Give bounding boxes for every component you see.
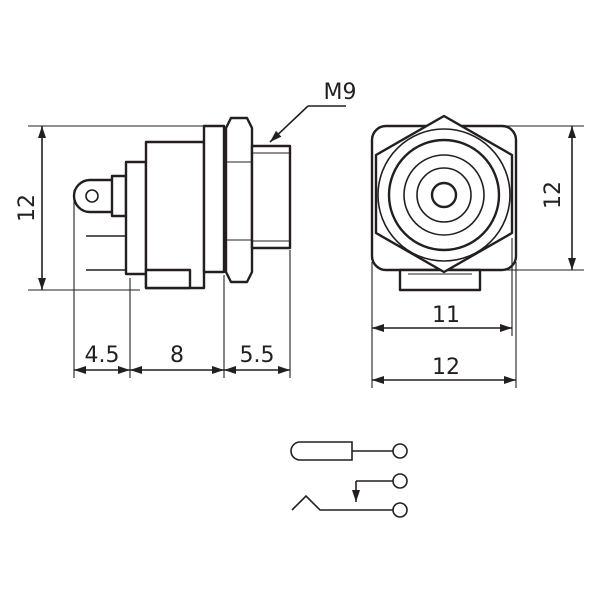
depth-body-label: 8 [170,343,184,368]
sleeve-symbol [291,494,393,511]
middle-ring [403,154,485,236]
schematic-symbol [290,441,408,518]
thread-label: M9 [324,80,357,105]
pin-symbol [290,441,353,461]
terminal-hole [85,189,99,203]
terminal-2 [392,473,408,489]
front-inner-width-label: 11 [432,303,460,328]
depth-thread-label: 5.5 [240,343,275,368]
terminal-lug [72,178,112,214]
bottom-tab [144,268,192,290]
front-height-label: 12 [541,181,566,209]
rear-body [124,160,148,276]
thread [250,144,292,250]
front-bottom-tab [398,268,482,292]
inner-ring [416,167,472,223]
side-view: 12 M9 4.5 8 5.5 [15,80,356,378]
terminal-1 [392,443,408,459]
center-pin [430,181,458,209]
hex-nut [224,116,254,284]
flange [202,124,226,274]
thread-leader [269,105,309,143]
main-body [144,140,206,290]
front-view: 12 11 12 [370,114,584,388]
terminal-boss [110,174,128,218]
terminal-3 [392,502,408,518]
depth-terminal-label: 4.5 [85,343,120,368]
side-height-label: 12 [15,194,40,222]
nut-chamfer [377,128,511,262]
front-outer-width-label: 12 [432,355,460,380]
